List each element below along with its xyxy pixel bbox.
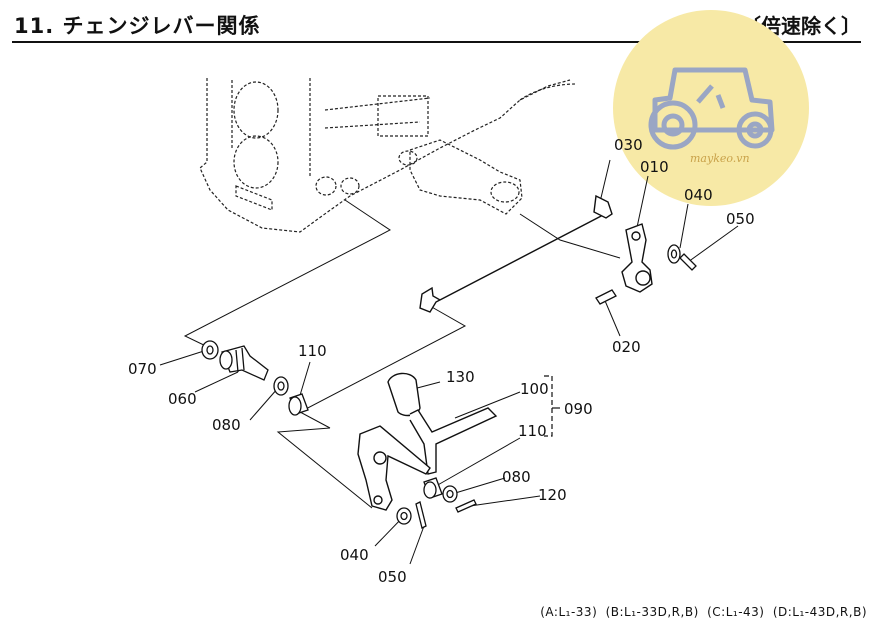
part-030-shift-rod: [419, 194, 613, 313]
label-050-lower: 050: [378, 568, 407, 586]
part-020-pin: [595, 289, 617, 305]
label-080-left: 080: [212, 416, 241, 434]
model-footnote: (A:L₁-33) (B:L₁-33D,R,B) (C:L₁-43) (D:L₁…: [536, 605, 867, 619]
part-080-washer-right: [442, 485, 458, 503]
title-rule: [12, 41, 861, 43]
footnote-c: (C:L₁-43): [707, 605, 765, 619]
watermark-text: maykeo.vn: [690, 152, 750, 165]
label-110-left: 110: [298, 342, 327, 360]
footnote-a: (A:L₁-33): [540, 605, 598, 619]
footnote-b: (B:L₁-33D,R,B): [605, 605, 699, 619]
label-120: 120: [538, 486, 567, 504]
part-110-bushing-left: [288, 393, 309, 416]
page-title: 11. チェンジレバー関係: [14, 14, 261, 38]
part-050-cotter-pin-lower: [415, 501, 427, 529]
label-090: 090: [564, 400, 593, 418]
part-040-washer-lower: [396, 507, 412, 525]
label-050-upper: 050: [726, 210, 755, 228]
watermark-logo: maykeo.vn: [613, 10, 809, 206]
group-090-bracket: [544, 375, 553, 437]
leader-lines: [159, 159, 739, 565]
lower-lever-body: [357, 425, 431, 511]
part-070-washer: [201, 340, 219, 360]
footnote-d: (D:L₁-43D,R,B): [772, 605, 867, 619]
part-050-cotter-pin-upper: [679, 253, 697, 271]
label-010: 010: [640, 158, 669, 176]
label-100: 100: [520, 380, 549, 398]
label-080-right: 080: [502, 468, 531, 486]
part-060-shaft: [219, 345, 269, 381]
label-130: 130: [446, 368, 475, 386]
part-040-washer-upper: [667, 244, 681, 264]
part-120-pin: [455, 499, 477, 513]
part-130-knob: [387, 372, 421, 417]
part-080-washer-left: [273, 376, 289, 396]
label-060: 060: [168, 390, 197, 408]
label-070: 070: [128, 360, 157, 378]
label-040-upper: 040: [684, 186, 713, 204]
transmission-housing: [199, 78, 576, 233]
part-110-bushing-right: [423, 477, 443, 499]
part-100-change-lever: [409, 407, 498, 475]
label-020: 020: [612, 338, 641, 356]
label-110-right: 110: [518, 422, 547, 440]
label-030: 030: [614, 136, 643, 154]
label-040-lower: 040: [340, 546, 369, 564]
part-010-lever-arm: [621, 223, 653, 293]
